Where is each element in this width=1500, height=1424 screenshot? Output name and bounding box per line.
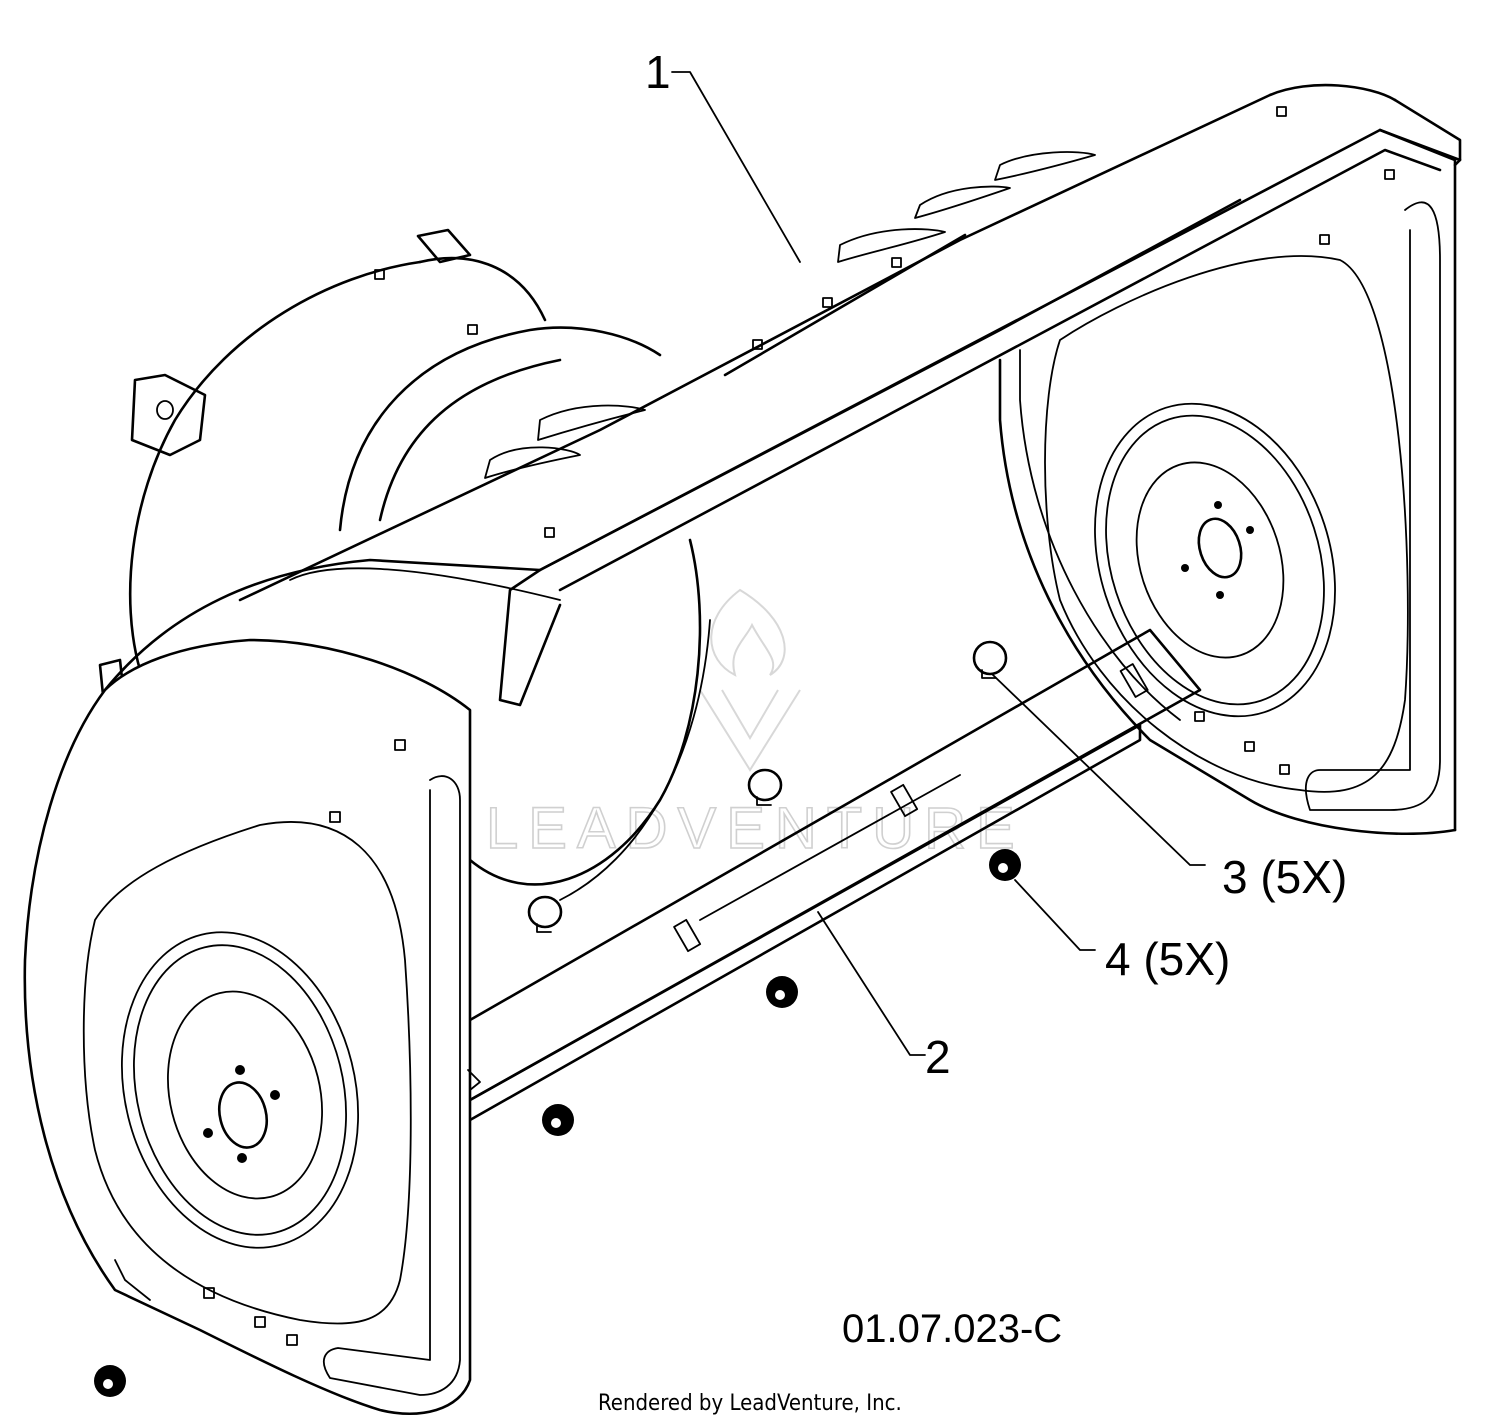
- watermark-text: LEADVENTURE: [486, 796, 1025, 861]
- callout-3: 3 (5X): [1222, 851, 1347, 903]
- watermark-v-icon: [699, 689, 801, 772]
- leader-line-4: [1014, 879, 1096, 951]
- left-side-plate: [23, 638, 481, 1416]
- leader-line-2: [817, 911, 926, 1056]
- housing-top-shell: [103, 83, 1462, 832]
- carriage-bolt: [527, 895, 563, 933]
- scraper-bar: [468, 628, 1202, 1122]
- carriage-bolt: [747, 768, 783, 806]
- hex-nut: [766, 976, 798, 1008]
- credit-line: Rendered by LeadVenture, Inc.: [598, 1391, 902, 1416]
- hex-nut: [94, 1365, 126, 1397]
- callout-4: 4 (5X): [1105, 933, 1230, 985]
- hex-nuts: [94, 849, 1021, 1397]
- carriage-bolt: [972, 640, 1008, 679]
- figure-id: 01.07.023-C: [842, 1307, 1062, 1351]
- leader-line-1: [671, 71, 801, 263]
- callout-2: 2: [925, 1031, 951, 1083]
- leader-lines: [671, 71, 1206, 1056]
- hex-nut: [989, 849, 1021, 881]
- hex-nut: [542, 1104, 574, 1136]
- leader-line-3: [992, 674, 1206, 866]
- impeller-housing: [98, 228, 547, 717]
- auger-drum: [338, 326, 711, 901]
- right-side-plate: [998, 169, 1457, 836]
- watermark-flame-icon: [710, 588, 786, 677]
- carriage-bolts: [527, 640, 1008, 933]
- callout-1: 1: [645, 46, 671, 98]
- watermark: LEADVENTURE: [485, 588, 1025, 862]
